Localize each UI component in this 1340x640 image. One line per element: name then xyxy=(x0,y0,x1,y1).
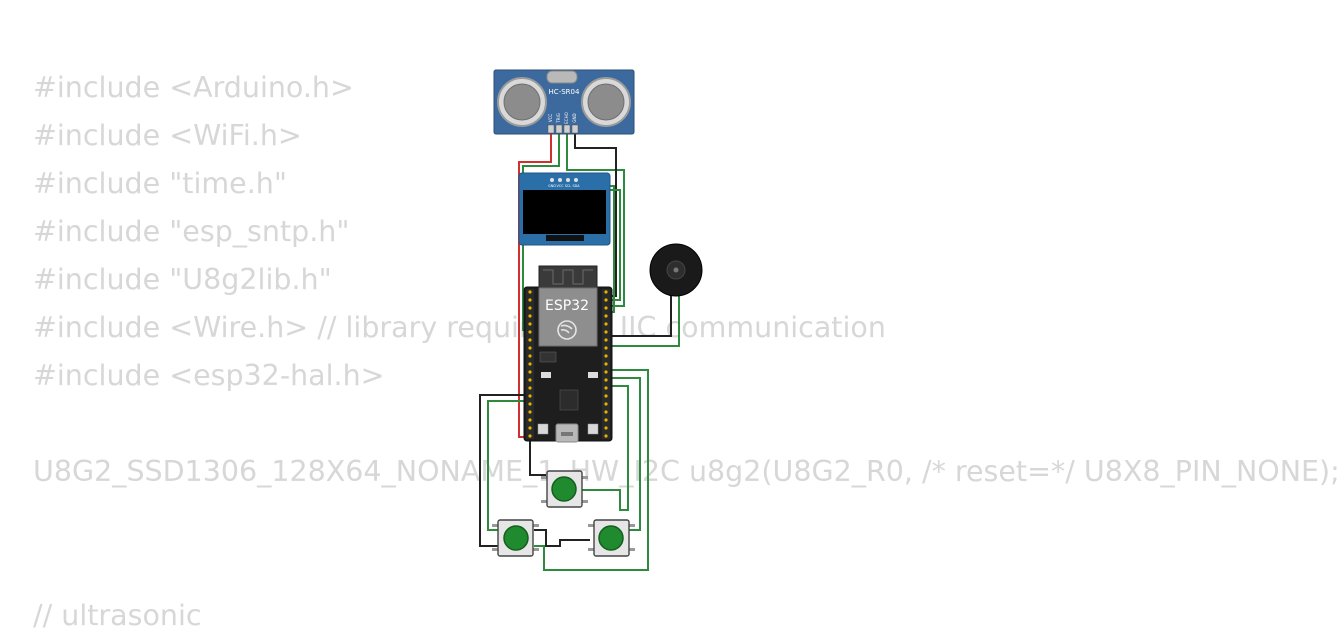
wire-btn3-gnd xyxy=(534,529,590,547)
code-line: #include "esp_sntp.h" xyxy=(33,215,350,248)
usb-uart-chip xyxy=(559,389,579,411)
header-pin xyxy=(604,322,608,326)
header-pin xyxy=(528,298,532,302)
header-pin xyxy=(528,362,532,366)
code-line: #include <WiFi.h> xyxy=(33,119,302,152)
header-pin xyxy=(604,378,608,382)
push-button-top[interactable] xyxy=(541,470,588,508)
wire-btn1-sig xyxy=(487,400,527,531)
header-pin xyxy=(528,410,532,414)
wire-btn2-sig xyxy=(582,385,629,511)
header-pin xyxy=(604,338,608,342)
reset-button[interactable] xyxy=(587,423,599,435)
oled-pin-sda: SDA xyxy=(572,184,580,188)
push-button-right[interactable] xyxy=(588,519,635,557)
code-line: #include "U8g2lib.h" xyxy=(33,263,332,296)
header-pin xyxy=(604,394,608,398)
code-line: #include "time.h" xyxy=(33,167,287,200)
wire-btn1-gnd xyxy=(479,394,527,547)
code-line: // ultrasonic xyxy=(33,599,202,632)
pin-label-gnd: GND xyxy=(572,113,577,122)
oled-display[interactable]: GND VCC SCL SDA xyxy=(518,172,611,246)
circuit-diagram: HC-SR04 VCC TRIG ECHO GND GND VCC SCL SD… xyxy=(479,69,703,571)
header-pin xyxy=(604,426,608,430)
header-pin xyxy=(604,434,608,438)
wire-echo xyxy=(566,131,625,307)
ultrasonic-sensor[interactable]: HC-SR04 VCC TRIG ECHO GND xyxy=(493,69,635,135)
wires xyxy=(479,131,680,571)
header-pin xyxy=(604,410,608,414)
header-pin xyxy=(528,394,532,398)
header-pin xyxy=(604,386,608,390)
header-pin xyxy=(604,362,608,366)
oled-pin-vcc: VCC xyxy=(556,184,564,188)
code-line: #include <esp32-hal.h> xyxy=(33,359,385,392)
header-pin xyxy=(528,314,532,318)
espressif-logo xyxy=(557,320,577,340)
header-pin xyxy=(604,354,608,358)
wire-buzzer-pos xyxy=(612,294,680,347)
pin-label-trig: TRIG xyxy=(556,113,561,124)
header-pin xyxy=(528,354,532,358)
oled-pin-gnd: GND xyxy=(548,184,556,188)
oled-screen xyxy=(523,190,606,234)
boot-button[interactable] xyxy=(537,423,549,435)
header-pin xyxy=(528,386,532,390)
oled-pins xyxy=(550,178,578,182)
esp32-board[interactable]: ESP32 xyxy=(523,265,613,443)
header-pin xyxy=(528,290,532,294)
header-pin xyxy=(528,370,532,374)
wire-btn-common xyxy=(534,369,649,571)
esp32-module xyxy=(538,287,598,347)
header-pin xyxy=(604,418,608,422)
ultrasonic-pins xyxy=(547,124,579,134)
pin-label-echo: ECHO xyxy=(564,112,569,123)
header-pin xyxy=(528,338,532,342)
oled-pin-scl: SCL xyxy=(565,184,572,188)
wire-vcc xyxy=(518,131,552,438)
header-pin xyxy=(528,418,532,422)
wire-buzzer-neg xyxy=(612,294,672,337)
buzzer[interactable] xyxy=(649,243,703,297)
header-pin xyxy=(604,370,608,374)
esp32-label: ESP32 xyxy=(545,298,589,314)
pin-label-vcc: VCC xyxy=(548,114,553,123)
header-pin xyxy=(604,330,608,334)
header-pin xyxy=(528,402,532,406)
header-pin xyxy=(604,402,608,406)
header-pin xyxy=(528,346,532,350)
header-pin xyxy=(528,426,532,430)
header-pin xyxy=(604,306,608,310)
header-pin xyxy=(528,378,532,382)
header-pin xyxy=(528,434,532,438)
push-button-left[interactable] xyxy=(492,519,539,557)
header-pin xyxy=(528,306,532,310)
header-pin xyxy=(604,290,608,294)
header-pin xyxy=(604,346,608,350)
code-background: #include <Arduino.h> #include <WiFi.h> #… xyxy=(33,71,1340,632)
header-pin xyxy=(528,330,532,334)
header-pin xyxy=(528,322,532,326)
header-pin xyxy=(604,298,608,302)
ultrasonic-label: HC-SR04 xyxy=(549,88,580,96)
wire-btn3-sig xyxy=(612,377,641,531)
header-pin xyxy=(604,314,608,318)
code-line: #include <Arduino.h> xyxy=(33,71,354,104)
